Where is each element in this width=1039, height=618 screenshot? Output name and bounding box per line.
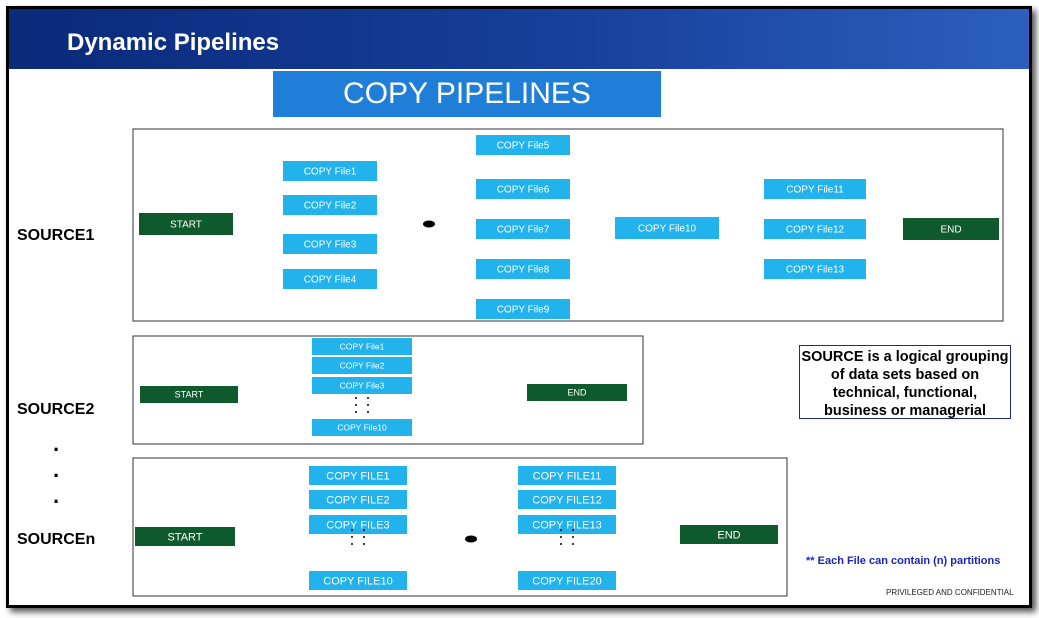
sourcen-copy-file-label: COPY FILE13 (532, 519, 602, 531)
sourcen-copy-file-label: COPY FILE3 (326, 519, 389, 531)
continuation-dot (367, 411, 369, 413)
source2-copy-file (312, 357, 412, 374)
source1-copy-file (764, 179, 866, 199)
continuation-dot (572, 543, 574, 545)
note-bold-term: SOURCE (801, 349, 864, 365)
source1-start-label: START (170, 220, 202, 231)
sourcen-label: SOURCEn (17, 531, 96, 548)
sourcen-copy-file-label: COPY FILE10 (323, 575, 393, 587)
continuation-dot (572, 529, 574, 531)
partition-note: ** Each File can contain (n) partitions (806, 555, 1001, 567)
continuation-dot (355, 404, 357, 406)
sourcen-end-label: END (717, 529, 740, 541)
source1-copy-file-label: COPY File1 (304, 167, 357, 178)
source1-copy-file (476, 299, 570, 319)
source2-copy-file (312, 377, 412, 394)
source1-copy-file (476, 259, 570, 279)
source1-copy-file-label: COPY File11 (786, 185, 844, 196)
source1-copy-file (476, 219, 570, 239)
sourcen-copy-file (309, 466, 407, 485)
source2-copy-file (312, 419, 412, 436)
sourcen-copy-file (309, 515, 407, 534)
source2-copy-file (312, 338, 412, 355)
sourcen-start-label: START (167, 531, 202, 543)
sourcen-copy-file-label: COPY FILE20 (532, 575, 602, 587)
source1-copy-file-label: COPY File13 (786, 265, 845, 276)
continuation-dot (560, 536, 562, 538)
sourcen-group (132, 457, 788, 597)
source1-copy-file-label: COPY File7 (497, 225, 550, 236)
sourcen-copy-file (309, 571, 407, 590)
sourcen-copy-file (518, 466, 616, 485)
source2-label: SOURCE2 (17, 401, 95, 418)
source-definition-note: SOURCE is a logical grouping of data set… (799, 345, 1011, 419)
copy-pipelines-banner: COPY PIPELINES (273, 71, 661, 117)
slide-frame: Dynamic Pipelines COPY PIPELINES START CO… (6, 6, 1032, 608)
source1-copy-file (764, 219, 866, 239)
source1-copy-file-label: COPY File3 (304, 240, 357, 251)
sourcen-start (135, 527, 235, 546)
continuation-dot (355, 411, 357, 413)
sourcen-copy-file (518, 515, 616, 534)
source2-copy-file-label: COPY File3 (340, 381, 385, 391)
sourcen-copy-file (309, 490, 407, 509)
source2-end-label: END (567, 388, 587, 398)
source1-copy-file (764, 259, 866, 279)
source1-copy-file (476, 135, 570, 155)
continuation-dot (355, 397, 357, 399)
continuation-dot (367, 397, 369, 399)
source1-copy-file-label: COPY File4 (304, 275, 357, 286)
confidential-footer: PRIVILEGED AND CONFIDENTIAL (886, 588, 1014, 597)
note-text: is a logical grouping of data sets based… (824, 349, 1009, 419)
source1-end-label: END (940, 225, 961, 236)
sourcen-end (680, 525, 778, 544)
source2-copy-file-label: COPY File10 (337, 423, 387, 433)
source1-start (139, 213, 233, 235)
source1-end (903, 218, 999, 240)
title-bar: Dynamic Pipelines (9, 9, 1029, 69)
sourcen-copy-file-label: COPY FILE11 (533, 470, 602, 482)
sourcen-copy-file (518, 571, 616, 590)
continuation-dot (560, 543, 562, 545)
sourcen-copy-file-label: COPY FILE2 (326, 494, 389, 506)
source1-copy-file-label: COPY File6 (497, 185, 550, 196)
continuation-dot (351, 536, 353, 538)
source1-copy-file (476, 179, 570, 199)
source1-copy-file10-label: COPY File10 (638, 224, 697, 235)
continuation-dot (367, 404, 369, 406)
continuation-dot (363, 543, 365, 545)
sourcen-copy-file (518, 490, 616, 509)
source1-copy-file-label: COPY File12 (786, 225, 845, 236)
continuation-dot (363, 536, 365, 538)
source1-copy-file (283, 161, 377, 181)
ellipsis-dots: · · · (53, 437, 61, 514)
source2-start-label: START (175, 390, 204, 400)
source1-copy-file-label: COPY File5 (497, 141, 550, 152)
source1-copy-file (283, 234, 377, 254)
sourcen-copy-file-label: COPY FILE1 (326, 470, 389, 482)
source2-copy-file-label: COPY File1 (340, 342, 385, 352)
continuation-dot (560, 529, 562, 531)
source1-copy-file-label: COPY File2 (304, 201, 357, 212)
sourcen-copy-file-label: COPY FILE12 (532, 494, 602, 506)
merge-point (465, 535, 477, 543)
continuation-dot (363, 529, 365, 531)
source1-copy-file (283, 269, 377, 289)
continuation-dot (351, 529, 353, 531)
continuation-dot (351, 543, 353, 545)
source1-label: SOURCE1 (17, 227, 95, 244)
source1-copy-file-label: COPY File9 (497, 305, 550, 316)
merge-point (423, 220, 435, 228)
source1-copy-file-label: COPY File8 (497, 265, 550, 276)
source1-copy-file (283, 195, 377, 215)
source1-copy-file10 (615, 217, 719, 239)
source2-copy-file-label: COPY File2 (340, 361, 385, 371)
source2-start (140, 386, 238, 403)
source2-end (527, 384, 627, 401)
slide-title: Dynamic Pipelines (67, 29, 280, 56)
continuation-dot (572, 536, 574, 538)
